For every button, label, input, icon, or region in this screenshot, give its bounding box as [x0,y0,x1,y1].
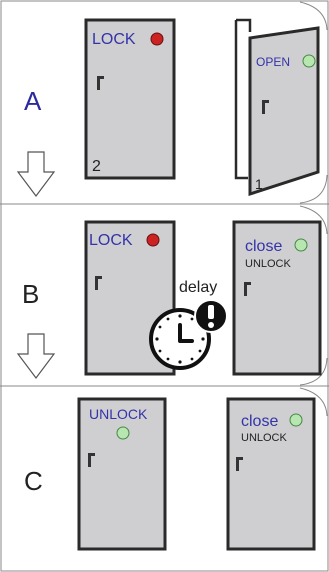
door-state-label: LOCK [92,31,136,48]
door-state-label: UNLOCK [89,406,148,422]
door-number: 2 [92,158,101,175]
door-state-label: close [241,413,278,430]
delay-label: delay [179,279,217,296]
door-frame [234,20,248,180]
panel-c: C UNLOCK close UNLOCK [24,397,316,551]
door-handle-icon [236,457,243,471]
step-label-b: B [22,279,39,309]
door-state-label: LOCK [89,232,133,249]
door-frame [236,18,252,32]
door-panel [77,397,167,551]
green-indicator-icon [294,238,308,252]
step-label-c: C [24,466,43,496]
green-indicator-icon [302,54,316,68]
door-handle-icon [95,276,102,290]
red-indicator-icon [146,233,160,247]
door-handle-icon [262,100,269,114]
green-indicator-icon [289,413,303,427]
right-door-b: close UNLOCK [232,220,322,376]
door-panel-open [248,26,320,197]
panel-curl [299,1,328,31]
down-arrow-icon [16,333,56,379]
panel-curl [299,174,328,204]
door-panel [84,18,176,180]
red-indicator-icon [150,32,164,46]
door-sub-label: UNLOCK [241,432,288,444]
left-door-c: UNLOCK [77,397,167,551]
step-label-a: A [24,86,42,116]
door-state-label: close [245,238,282,255]
left-door-b: LOCK [84,220,176,376]
door-number: 1 [255,176,263,192]
door-sub-label: UNLOCK [245,258,292,270]
panel-curl [299,357,328,386]
panel-b: B LOCK close UNLOCK delay [16,220,322,379]
warning-icon [194,299,228,333]
door-handle-icon [97,76,104,90]
door-handle-icon [88,453,95,467]
clock-icon [149,308,211,370]
door-panel [84,220,176,376]
right-door-c: close UNLOCK [226,397,316,551]
left-door-a: LOCK 2 [84,18,176,180]
panel-a: A LOCK 2 OPEN 1 [16,18,320,197]
door-state-label: OPEN [256,55,290,69]
down-arrow-icon [16,151,56,197]
panel-curl [299,205,328,235]
right-door-a: OPEN 1 [234,18,320,197]
door-handle-icon [244,282,251,296]
green-indicator-icon [116,426,130,440]
panel-curl [299,387,328,417]
